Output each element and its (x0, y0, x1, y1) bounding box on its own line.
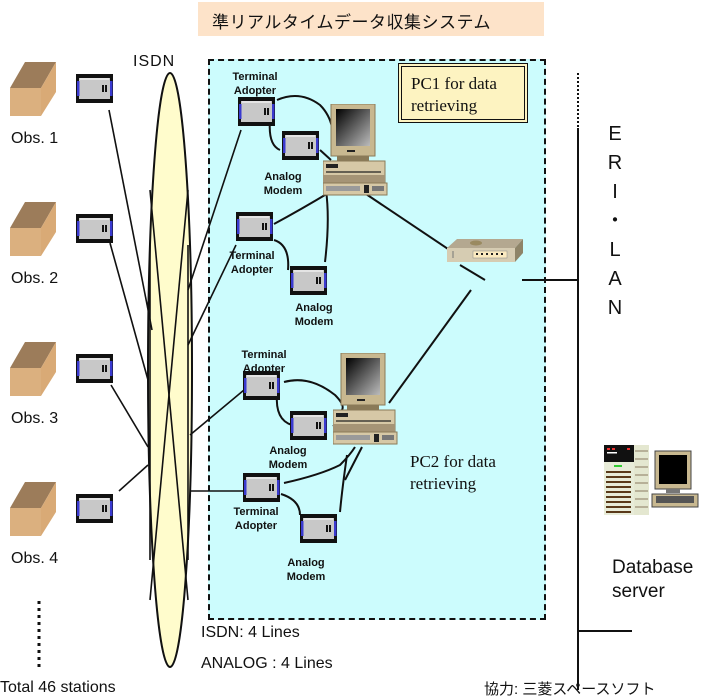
terminal-adopter-icon (238, 97, 276, 131)
isdn-lines (108, 109, 245, 601)
database-server-icon (604, 445, 699, 515)
observatory-label: Obs. 3 (11, 410, 59, 427)
title-banner: 準リアルタイムデータ収集システム (198, 2, 544, 36)
lan-label-char: A (608, 268, 622, 290)
pc2-label: PC2 for data retrieving (410, 452, 496, 493)
station-modem-icon (76, 214, 114, 248)
lan-label-char: I (612, 181, 618, 203)
analog-modem-icon (290, 411, 328, 445)
analog-modem-label: Analog Modem (286, 557, 326, 583)
observatory-label: Obs. 4 (11, 550, 59, 567)
analog-modem-label: Analog Modem (268, 445, 308, 471)
analog-modem-label: Analog Modem (294, 302, 334, 328)
pc1-label: PC1 for data retrieving (411, 74, 497, 115)
lan-label-char: L (609, 239, 621, 261)
observatory-building-icon (8, 200, 58, 264)
terminal-adopter-label: Terminal Adopter (233, 506, 279, 532)
terminal-adopter-icon (236, 212, 274, 246)
pc1-label-box: PC1 for data retrieving (398, 63, 528, 123)
terminal-adopter-icon (243, 371, 281, 405)
observatory-label: Obs. 2 (11, 270, 59, 287)
analog-modem-icon (290, 266, 328, 300)
hub-icon (447, 239, 523, 262)
analog-modem-label: Analog Modem (263, 171, 303, 197)
terminal-adopter-label: Terminal Adopter (232, 71, 278, 97)
observatory-building-icon (8, 340, 58, 404)
lan-backbone (577, 73, 632, 690)
analog-line-count: ANALOG : 4 Lines (201, 655, 333, 672)
isdn-label: ISDN (133, 53, 176, 70)
lan-label-char: E (608, 123, 622, 145)
station-room-region (208, 59, 546, 620)
credit-label: 協力: 三菱スペースソフト (484, 681, 656, 698)
lan-label-char: ・ (605, 210, 625, 232)
observatory-building-icon (8, 480, 58, 544)
station-modem-icon (76, 354, 114, 388)
database-server-label: Database server (612, 557, 694, 602)
pc1-computer-icon (322, 103, 393, 203)
terminal-adopter-icon (243, 473, 281, 507)
observatory-building-icon (8, 60, 58, 124)
station-modem-icon (76, 74, 114, 108)
observatory-label: Obs. 1 (11, 130, 59, 147)
terminal-adopter-label: Terminal Adopter (241, 349, 287, 375)
lan-label-char: R (607, 152, 623, 174)
total-stations-label: Total 46 stations (0, 679, 116, 696)
isdn-line-count: ISDN: 4 Lines (201, 624, 300, 641)
station-modem-icon (76, 494, 114, 528)
pc2-computer-icon (332, 352, 403, 452)
analog-modem-icon (282, 131, 320, 165)
terminal-adopter-label: Terminal Adopter (229, 250, 275, 276)
analog-modem-icon (300, 514, 338, 548)
page-title: 準リアルタイムデータ収集システム (212, 13, 491, 33)
lan-label-char: N (607, 297, 623, 319)
